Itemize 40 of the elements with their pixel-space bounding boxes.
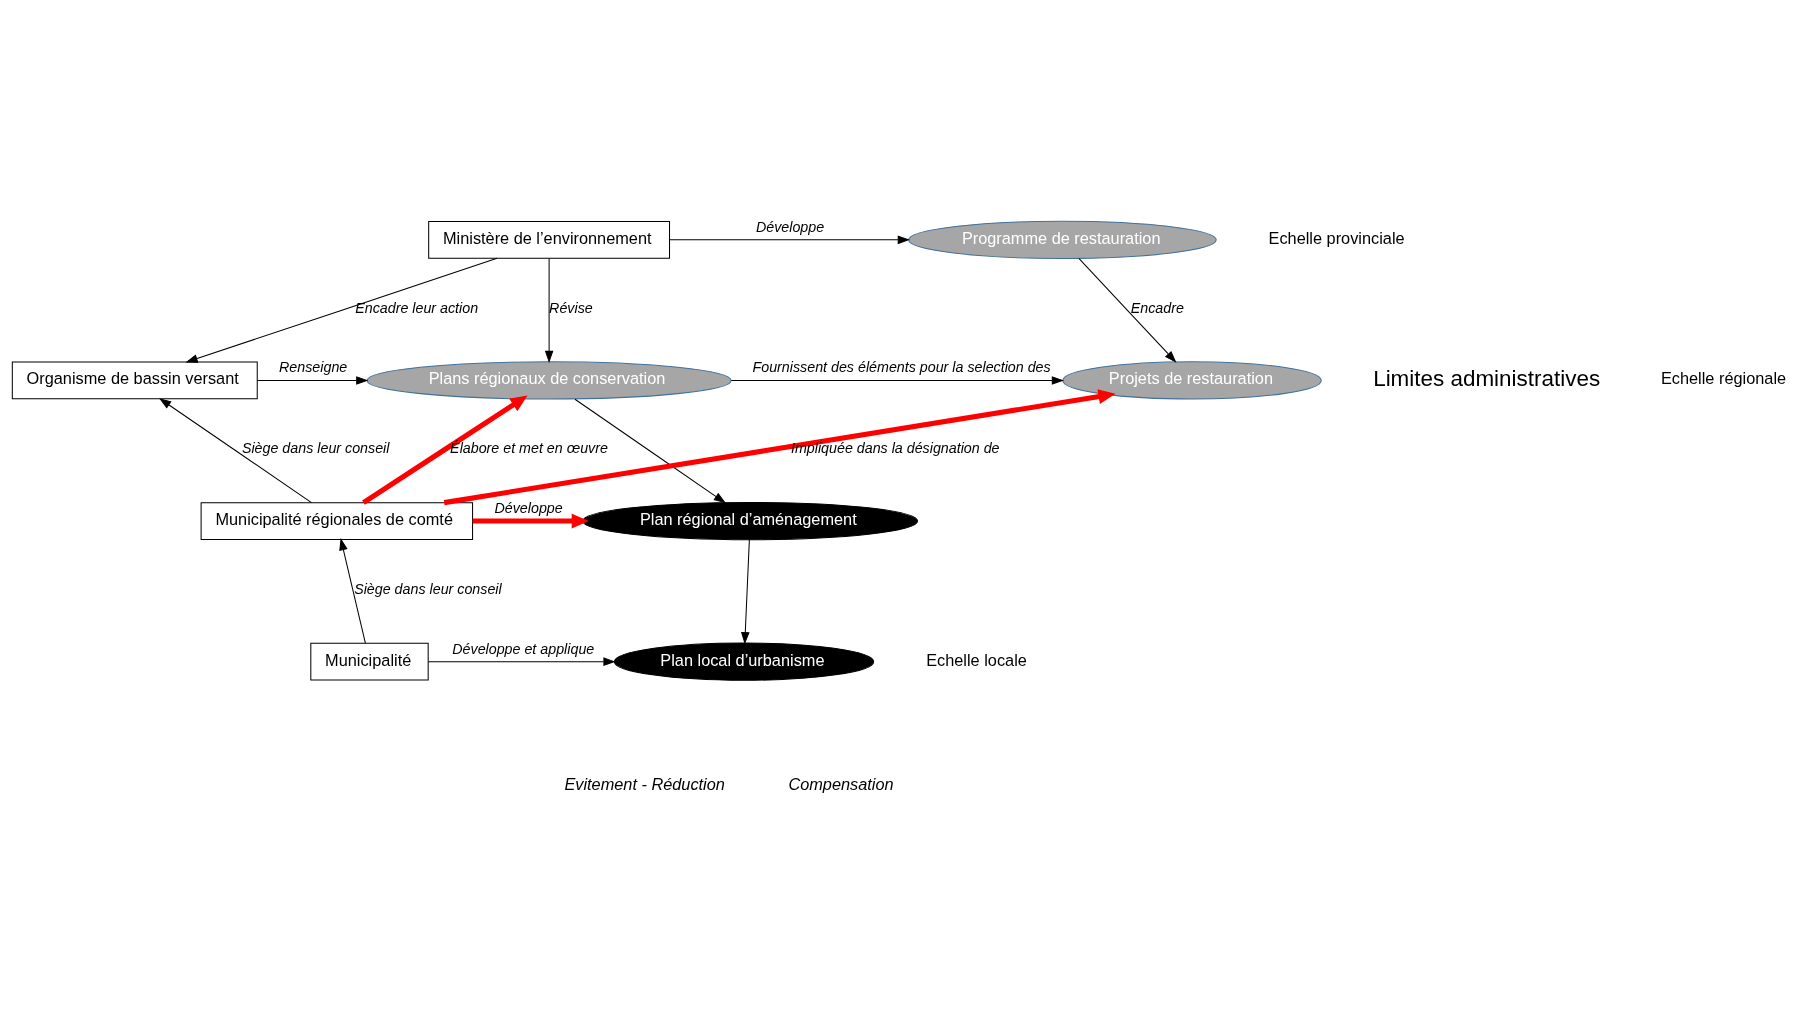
node-box: Municipalité régionales de comté bbox=[200, 501, 474, 540]
edge-label: Encadre leur action bbox=[355, 299, 479, 316]
label: Limites administratives bbox=[1373, 365, 1601, 391]
edge-label: Développe bbox=[755, 218, 825, 235]
label: Echelle provinciale bbox=[1268, 228, 1405, 247]
arrow bbox=[741, 538, 750, 644]
arrow bbox=[362, 395, 528, 505]
node-box: Organisme de bassin versant bbox=[11, 361, 258, 399]
arrow bbox=[574, 398, 726, 503]
edge-label: Siège dans leur conseil bbox=[354, 580, 502, 597]
arrow bbox=[256, 375, 369, 385]
arrow bbox=[1078, 257, 1177, 363]
node-ellipse: Plan local d’urbanisme bbox=[613, 642, 875, 681]
arrow bbox=[339, 537, 366, 644]
arrow bbox=[669, 235, 910, 244]
node-ellipse: Plan régional d’aménagement bbox=[582, 501, 919, 540]
node-box: Ministère de l’environnement bbox=[428, 220, 671, 259]
label: Compensation bbox=[788, 774, 894, 793]
edge-label: Impliquée dans la désignation de bbox=[790, 439, 1000, 456]
arrow bbox=[730, 375, 1065, 385]
label: Echelle locale bbox=[926, 650, 1027, 669]
arrow bbox=[472, 513, 589, 528]
edge-label: Développe bbox=[494, 499, 563, 516]
arrow bbox=[443, 388, 1116, 505]
node-ellipse: Programme de restauration bbox=[908, 220, 1217, 259]
arrow bbox=[185, 257, 498, 363]
edge-label: Développe et applique bbox=[452, 640, 595, 657]
label: Evitement - Réduction bbox=[564, 774, 725, 793]
edge-label: Fournissent des éléments pour la selection des bbox=[752, 358, 1051, 375]
node-ellipse: Plans régionaux de conservation bbox=[366, 360, 732, 400]
node-ellipse: Projets de restauration bbox=[1062, 360, 1322, 400]
arrow bbox=[427, 656, 616, 666]
edge-label: Siège dans leur conseil bbox=[241, 439, 390, 456]
edge-label: Élabore et met en œuvre bbox=[450, 439, 608, 456]
arrow bbox=[159, 397, 312, 503]
node-box: Municipalité bbox=[310, 642, 429, 680]
edge-label: Renseigne bbox=[279, 358, 348, 375]
edge-label: Encadre bbox=[1130, 299, 1184, 316]
label: Echelle régionale bbox=[1660, 368, 1787, 387]
arrow bbox=[544, 257, 554, 363]
